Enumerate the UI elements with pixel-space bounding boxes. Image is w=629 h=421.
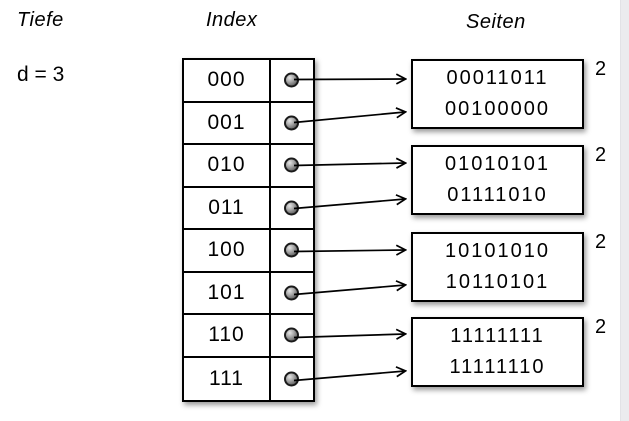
index-row-010: 010: [184, 145, 313, 188]
page-entry: 00100000: [445, 98, 550, 120]
pointer-cell: [271, 60, 313, 101]
pointer-cell: [271, 145, 313, 186]
pointer-cell: [271, 230, 313, 271]
index-row-000: 000: [184, 60, 313, 103]
pointer-dot-icon: [284, 327, 299, 343]
page-entry: 01111010: [447, 184, 548, 206]
pointer-cell: [271, 315, 313, 356]
pointer-dot-icon: [284, 72, 299, 88]
index-label: 101: [184, 272, 271, 313]
pointer-dot-icon: [284, 115, 299, 131]
local-depth-1: 2: [595, 58, 607, 80]
index-row-100: 100: [184, 230, 313, 273]
page-entry: 01010101: [445, 153, 550, 175]
page-entry: 10101010: [445, 240, 550, 262]
pointer-cell: [271, 188, 313, 229]
index-label: 110: [184, 315, 271, 356]
depth-value: d = 3: [17, 63, 65, 86]
pointer-dot-icon: [284, 285, 299, 301]
page-entry: 00011011: [446, 67, 549, 89]
page-box-3: 10101010 10110101: [411, 232, 584, 302]
page-box-2: 01010101 01111010: [411, 145, 584, 215]
pointer-cell: [271, 273, 313, 314]
index-row-011: 011: [184, 187, 313, 230]
pointer-cell: [271, 358, 313, 401]
index-row-111: 111: [184, 357, 313, 401]
index-label: 100: [184, 230, 271, 271]
page-entry: 11111110: [449, 356, 546, 378]
index-label: 111: [184, 357, 271, 400]
depth-title: Tiefe: [17, 9, 64, 31]
local-depth-4: 2: [595, 316, 607, 338]
index-row-001: 001: [184, 102, 313, 145]
pages-title: Seiten: [466, 11, 526, 33]
index-title: Index: [206, 9, 258, 31]
local-depth-2: 2: [595, 144, 607, 166]
pointer-dot-icon: [284, 200, 299, 216]
index-label: 011: [184, 187, 271, 228]
pointer-cell: [271, 103, 313, 144]
index-row-101: 101: [184, 272, 313, 315]
index-label: 001: [184, 102, 271, 143]
page-entry: 11111111: [450, 325, 545, 347]
pointer-dot-icon: [284, 242, 299, 258]
index-row-110: 110: [184, 315, 313, 358]
page-entry: 10110101: [445, 271, 550, 293]
page-box-1: 00011011 00100000: [411, 59, 584, 129]
page-box-4: 11111111 11111110: [411, 317, 584, 387]
pointer-dot-icon: [284, 157, 299, 173]
slide-edge-strip: [620, 0, 629, 421]
index-label: 000: [184, 60, 271, 101]
index-label: 010: [184, 145, 271, 186]
index-table: 000 001 010 011 100 101 110 111: [182, 58, 315, 402]
local-depth-3: 2: [595, 231, 607, 253]
pointer-dot-icon: [284, 371, 299, 387]
